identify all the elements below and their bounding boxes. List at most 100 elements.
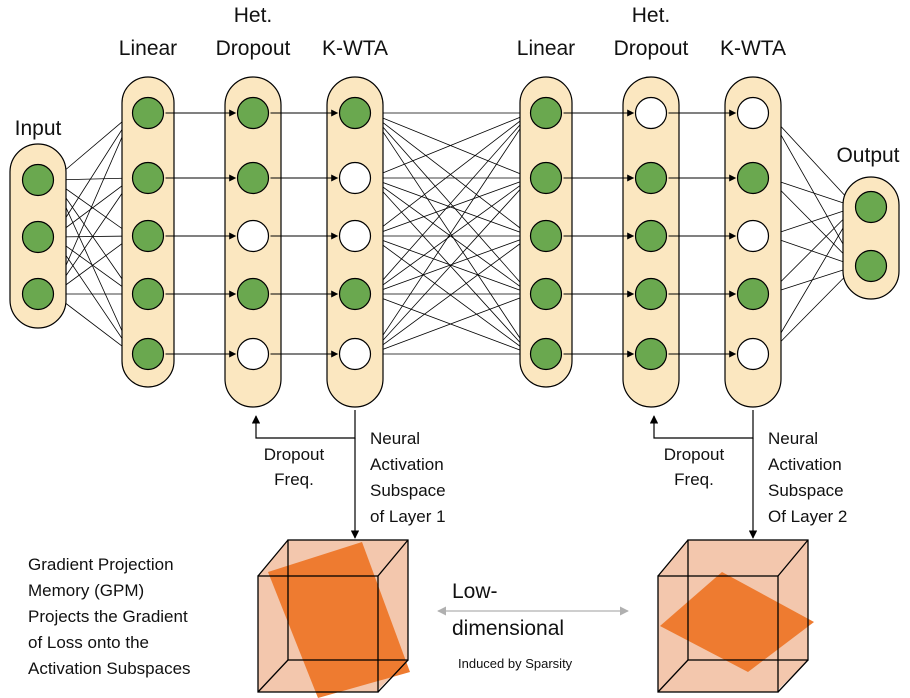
edge-in-l1-1-1	[53, 177, 133, 238]
neuron-dropout1-2	[236, 219, 270, 253]
neuron-kwta2-0	[736, 96, 770, 130]
neuron-linear1-1	[131, 161, 165, 195]
title-linear1: Linear	[119, 37, 177, 60]
subspace-label-1-line1: Neural	[370, 429, 420, 448]
edge-l2-out-1-1	[768, 177, 856, 267]
title-kwta2: K-WTA	[720, 37, 786, 60]
title-dropout2-line1: Het.	[632, 4, 671, 27]
edge-l2-out-2-0	[768, 206, 856, 237]
edge-l1-l2-3-2	[370, 235, 531, 295]
subspace-label-1-line2: Activation	[370, 455, 444, 474]
feedback-label-1-line1: Dropout	[264, 445, 325, 464]
neuron-linear2-1	[529, 161, 563, 195]
title-kwta1: K-WTA	[322, 37, 388, 60]
title-dropout1-line2: Dropout	[216, 37, 291, 60]
neuron-kwta1-2	[338, 219, 372, 253]
neuron-dropout1-4	[236, 337, 270, 371]
activation-plane-2	[660, 572, 814, 672]
feedback-arrow-1	[251, 410, 356, 439]
neuron-output-0	[854, 190, 888, 224]
neuron-dropout1-1	[236, 161, 270, 195]
edge-l2-out-1-0	[768, 177, 856, 208]
low-dim-label-line2: dimensional	[452, 617, 564, 640]
edge-l1-l2-4-0	[370, 112, 531, 355]
edge-in-l1-0-0	[53, 112, 133, 181]
edge-l2-out-0-0	[768, 112, 856, 208]
neuron-kwta2-1	[736, 161, 770, 195]
neuron-kwta1-4	[338, 337, 372, 371]
feedback-label-2-line2: Freq.	[674, 470, 714, 489]
neuron-linear2-3	[529, 277, 563, 311]
edge-l1-l2-4-1	[370, 177, 531, 355]
gpm-text-line1: Gradient Projection	[28, 555, 174, 574]
neuron-dropout2-1	[634, 161, 668, 195]
subspace-label-2-line4: Of Layer 2	[768, 507, 847, 526]
edge-in-l1-0-4	[53, 179, 133, 355]
edge-in-l1-2-4	[53, 293, 133, 355]
subspace-label-2-line1: Neural	[768, 429, 818, 448]
title-linear2: Linear	[517, 37, 575, 60]
gpm-text-line4: of Loss onto the	[28, 633, 149, 652]
edge-l1-l2-3-0	[370, 112, 531, 295]
edge-l1-l2-2-0	[370, 112, 531, 237]
column-titles: Input Linear Het. Dropout K-WTA Linear H…	[15, 4, 900, 167]
neuron-linear2-4	[529, 337, 563, 371]
edge-in-l1-0-1	[53, 177, 133, 181]
subspace-label-1-line3: Subspace	[370, 481, 446, 500]
neuron-output-1	[854, 249, 888, 283]
edge-l1-l2-1-0	[370, 112, 531, 179]
title-dropout1-line1: Het.	[234, 4, 273, 27]
neuron-linear1-2	[131, 219, 165, 253]
connection-edges	[53, 112, 856, 355]
low-dim-label-line1: Low-	[452, 580, 498, 603]
edge-l2-out-4-1	[768, 265, 856, 355]
edge-in-l1-1-3	[53, 236, 133, 295]
neuron-linear2-0	[529, 96, 563, 130]
neuron-linear2-2	[529, 219, 563, 253]
subspace-label-2-line3: Subspace	[768, 481, 844, 500]
edge-l2-out-4-0	[768, 206, 856, 355]
gpm-text-line3: Projects the Gradient	[28, 607, 188, 626]
flow-arrows	[165, 109, 737, 358]
edge-in-l1-2-1	[53, 177, 133, 295]
gpm-text-line5: Activation Subspaces	[28, 659, 191, 678]
feedback-label-2-line1: Dropout	[664, 445, 725, 464]
title-dropout2-line2: Dropout	[614, 37, 689, 60]
activation-plane-1	[268, 542, 410, 698]
feedback-arrow-2	[649, 410, 754, 439]
neuron-dropout1-3	[236, 277, 270, 311]
edge-in-l1-0-2	[53, 179, 133, 237]
edge-l2-out-0-1	[768, 112, 856, 267]
neuron-dropout2-0	[634, 96, 668, 130]
edge-l1-l2-2-1	[370, 177, 531, 237]
neuron-dropout1-0	[236, 96, 270, 130]
neuron-linear1-4	[131, 337, 165, 371]
neurons	[21, 96, 888, 371]
neuron-linear1-0	[131, 96, 165, 130]
edge-l1-l2-3-1	[370, 177, 531, 295]
edge-in-l1-0-3	[53, 179, 133, 295]
neuron-kwta2-4	[736, 337, 770, 371]
gpm-text-line2: Memory (GPM)	[28, 581, 144, 600]
subspace-cube-1	[257, 539, 410, 698]
edge-l2-out-3-0	[768, 206, 856, 295]
neuron-dropout2-2	[634, 219, 668, 253]
neuron-linear1-3	[131, 277, 165, 311]
neuron-input-1	[21, 220, 55, 254]
title-input: Input	[15, 117, 62, 140]
title-output: Output	[836, 144, 899, 167]
neuron-input-0	[21, 163, 55, 197]
edge-in-l1-1-4	[53, 236, 133, 355]
subspace-label-2-line2: Activation	[768, 455, 842, 474]
neuron-dropout2-4	[634, 337, 668, 371]
neuron-kwta2-3	[736, 277, 770, 311]
feedback-label-1-line2: Freq.	[274, 470, 314, 489]
neuron-kwta2-2	[736, 219, 770, 253]
neuron-input-2	[21, 277, 55, 311]
subspace-label-1-line4: of Layer 1	[370, 507, 446, 526]
edge-l1-l2-4-3	[370, 293, 531, 355]
edge-in-l1-1-0	[53, 112, 133, 238]
neuron-dropout2-3	[634, 277, 668, 311]
neuron-kwta1-1	[338, 161, 372, 195]
